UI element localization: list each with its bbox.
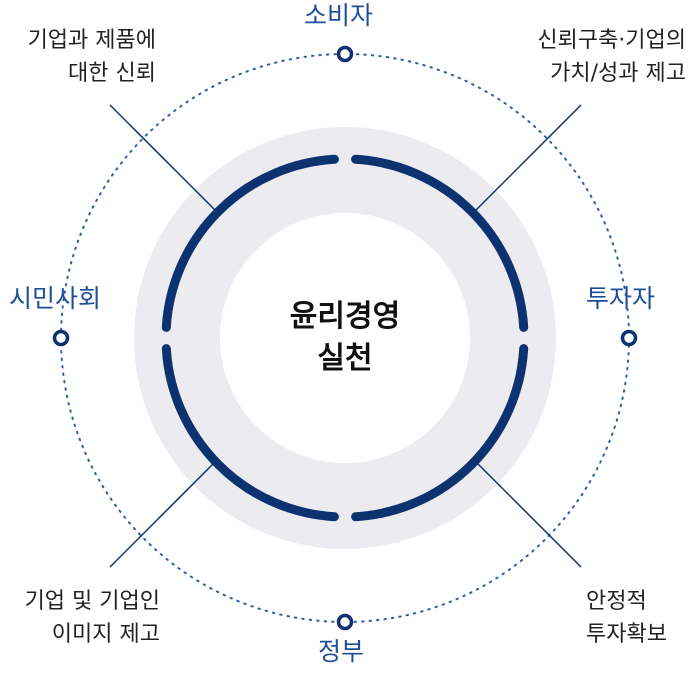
gray-band-ring	[134, 127, 556, 549]
benefit-bottom-right-line2: 투자확보	[586, 622, 667, 647]
node-marker-right	[620, 329, 638, 347]
benefit-top-left-line1: 기업과 제품에	[27, 28, 156, 53]
center-title: 윤리경영 실천	[245, 296, 445, 380]
connector-bottom-left	[109, 460, 217, 568]
node-marker-bottom	[336, 613, 354, 631]
benefit-top-left: 기업과 제품에 대한 신뢰	[4, 24, 156, 90]
node-label-civil-society: 시민사회	[9, 284, 102, 313]
node-label-consumer: 소비자	[304, 1, 374, 30]
benefit-bottom-right-line1: 안정적	[586, 589, 647, 614]
ring-arc-bottom-left	[161, 344, 339, 522]
ring-arc-top-left	[161, 154, 339, 332]
ring-arc-bottom-right	[351, 344, 529, 522]
benefit-top-left-line2: 대한 신뢰	[68, 61, 156, 86]
benefit-bottom-left-line2: 이미지 제고	[51, 622, 160, 647]
node-label-government: 정부	[318, 637, 365, 666]
connector-bottom-right	[474, 460, 582, 568]
node-marker-left	[52, 329, 70, 347]
benefit-bottom-left-line1: 기업 및 기업인	[24, 589, 160, 614]
benefit-top-right: 신뢰구축·기업의 가치/성과 제고	[500, 24, 686, 90]
benefit-bottom-left: 기업 및 기업인 이미지 제고	[4, 585, 160, 651]
node-label-investor: 투자자	[586, 284, 656, 313]
center-title-line1: 윤리경영	[289, 299, 401, 334]
connector-top-left	[109, 104, 217, 212]
node-marker-top	[336, 45, 354, 63]
ring-arc-top-right	[351, 154, 529, 332]
benefit-bottom-right: 안정적 투자확보	[586, 585, 690, 651]
center-title-line2: 실천	[317, 341, 373, 376]
center-disc	[220, 213, 470, 463]
benefit-top-right-line1: 신뢰구축·기업의	[537, 28, 686, 53]
benefit-top-right-line2: 가치/성과 제고	[550, 61, 686, 86]
connector-top-right	[474, 104, 582, 212]
